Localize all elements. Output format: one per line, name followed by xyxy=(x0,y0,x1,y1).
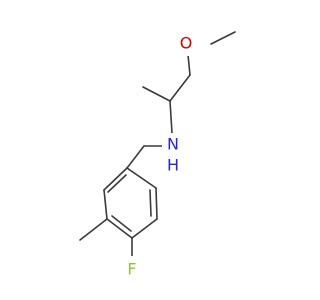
ring-bond-5 xyxy=(155,187,158,220)
oxygen-atom-label: O xyxy=(180,34,193,53)
bond-ch-methyl xyxy=(142,86,171,102)
fluorine-label-background xyxy=(121,256,143,282)
ring-bond-6 xyxy=(126,167,157,189)
bond-ch2-ring xyxy=(126,145,145,169)
bond-ch2-ch xyxy=(169,74,191,102)
ring-double-bond-2 xyxy=(111,215,132,232)
nitrogen-atom-label: N xyxy=(167,135,179,154)
ring-double-bond-3 xyxy=(149,189,152,217)
ring-double-bond-1 xyxy=(107,174,127,193)
oxygen-label-background xyxy=(175,30,197,56)
nitrogen-label-background xyxy=(162,133,184,159)
molecule-structure: O N H F xyxy=(79,30,236,282)
ring-bond-4 xyxy=(131,218,158,239)
hydrogen-atom-label: H xyxy=(167,156,179,175)
ring-bond-2 xyxy=(103,189,108,220)
bond-ring-methyl xyxy=(79,218,108,241)
ring-bond-3 xyxy=(106,218,133,239)
bond-ch-nitrogen xyxy=(169,100,173,134)
molecule-diagram: O N H F xyxy=(79,30,236,282)
bond-methyl-oxygen xyxy=(210,31,236,45)
ring-bond-1 xyxy=(103,167,128,191)
fluorine-atom-label: F xyxy=(127,260,136,279)
